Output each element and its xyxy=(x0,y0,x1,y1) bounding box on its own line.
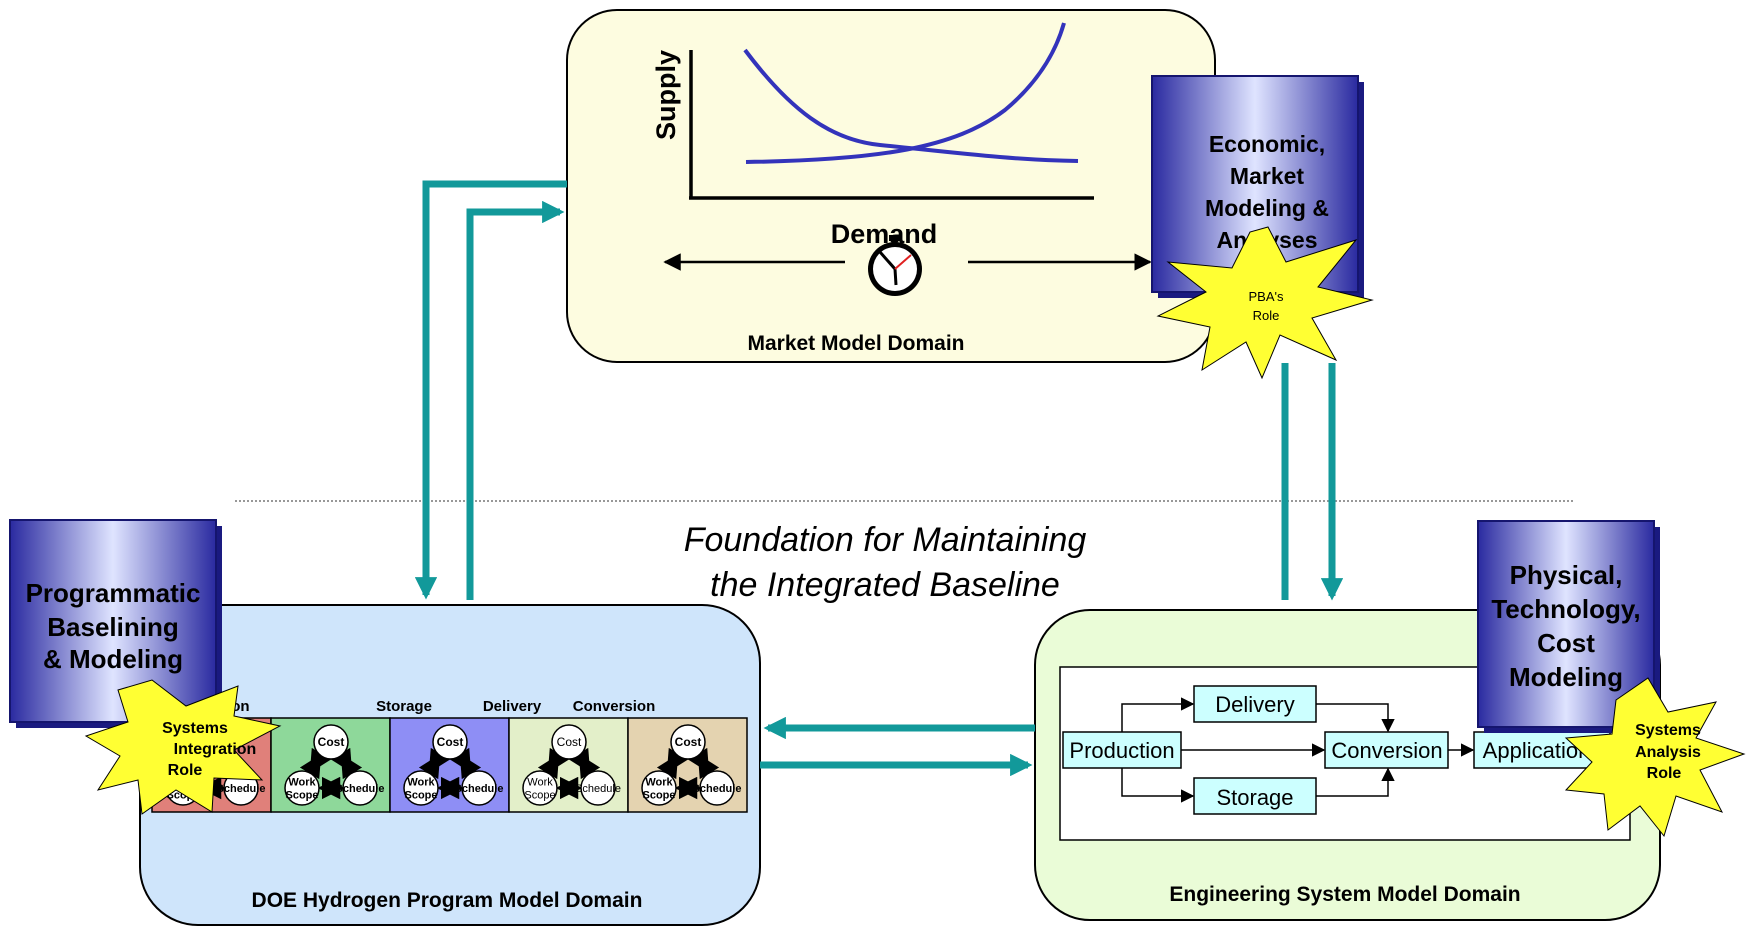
cost-schedule-arrow xyxy=(330,747,363,780)
analysis-role-line-3: Role xyxy=(1647,765,1682,782)
demand-axis-label: Demand xyxy=(831,219,938,249)
flow-arrow-production-delivery xyxy=(1121,697,1195,732)
economic-box-line-3: Modeling & xyxy=(1205,195,1329,221)
schedule-node-label: Schedule xyxy=(336,783,385,795)
work-scope-node-label: Work xyxy=(288,777,316,789)
cost-node-circle xyxy=(432,724,468,760)
pba-role-line-2: Role xyxy=(1253,308,1280,323)
demand-curve xyxy=(743,48,1079,163)
schedule-node-circle xyxy=(342,770,378,806)
supply-curve xyxy=(745,22,1066,164)
integration-role-line-3: Role xyxy=(168,762,203,779)
integration-role-line-2: Integration xyxy=(174,741,257,758)
market-domain-title: Market Model Domain xyxy=(747,332,964,355)
analysis-role-line-1: Systems xyxy=(1635,722,1701,739)
foundation-text-line-2: the Integrated Baseline xyxy=(710,566,1060,604)
programmatic-baselining-box: Programmatic Baselining & Modeling xyxy=(9,519,222,728)
flow-production-label: Production xyxy=(1069,738,1174,763)
cost-schedule-arrow xyxy=(687,747,720,780)
cost-work-arrow xyxy=(537,747,570,780)
cost-work-arrow xyxy=(418,747,451,780)
work-scope-node-label: Work xyxy=(527,777,553,789)
integration-role-line-1: Systems xyxy=(162,720,228,737)
physical-box-line-2: Technology, xyxy=(1491,594,1640,624)
market-domain: Supply Demand Market Model Domain xyxy=(566,9,1216,363)
schedule-node-label: Schedule xyxy=(217,783,266,795)
schedule-node-circle xyxy=(699,770,735,806)
work-scope-node-label: Scope xyxy=(285,790,318,802)
flow-conversion-label: Conversion xyxy=(1331,738,1442,763)
work-scope-node-label: Scope xyxy=(524,790,555,802)
systems-integration-burst: Systems Integration Role xyxy=(84,679,282,815)
schedule-node-label: Schedule xyxy=(575,783,621,795)
cost-node-label: Cost xyxy=(675,735,702,749)
work-scope-node-circle xyxy=(641,770,677,806)
work-scope-node-circle xyxy=(522,770,558,806)
flow-arrow-storage-conversion xyxy=(1316,767,1395,797)
flow-conversion-box xyxy=(1324,731,1449,769)
programmatic-box-line-1: Programmatic xyxy=(26,578,201,608)
work-scope-node-label: Scope xyxy=(404,790,437,802)
cost-node-circle xyxy=(670,724,706,760)
doe-cell-row: CostWorkScopeScheduleCostWorkScopeSchedu… xyxy=(151,717,748,813)
engineering-domain-title: Engineering System Model Domain xyxy=(1169,883,1520,906)
analysis-role-line-2: Analysis xyxy=(1635,744,1701,761)
cost-schedule-arrow xyxy=(449,747,482,780)
programmatic-box-line-2: Baselining xyxy=(47,612,178,642)
economic-box-line-1: Economic, xyxy=(1209,131,1325,157)
physical-modeling-box: Physical, Technology, Cost Modeling xyxy=(1477,520,1660,733)
foundation-text-line-1: Foundation for Maintaining xyxy=(684,521,1087,559)
cost-node-label: Cost xyxy=(557,735,582,749)
doe-domain: DOE Hydrogen Program Model Domain Produc… xyxy=(139,604,761,926)
pba-role-line-1: PBA's xyxy=(1249,289,1284,304)
physical-box-line-3: Cost xyxy=(1537,628,1595,658)
flow-delivery-label: Delivery xyxy=(1215,692,1294,717)
work-scope-node-label: Work xyxy=(407,777,435,789)
doe-domain-title: DOE Hydrogen Program Model Domain xyxy=(252,889,643,912)
schedule-node-label: Schedule xyxy=(455,783,504,795)
schedule-node-circle xyxy=(580,770,616,806)
cost-schedule-arrow xyxy=(568,747,601,780)
column-header-storage: Storage xyxy=(376,698,432,715)
work-scope-node-label: Work xyxy=(645,777,673,789)
arrow-market-to-doe xyxy=(414,180,567,600)
physical-box-line-4: Modeling xyxy=(1509,662,1623,692)
cost-node-label: Cost xyxy=(437,735,464,749)
flow-arrow-production-storage xyxy=(1121,768,1195,803)
flow-storage-label: Storage xyxy=(1216,785,1293,810)
work-scope-node-circle xyxy=(284,770,320,806)
cost-work-arrow xyxy=(299,747,332,780)
programmatic-box-line-3: & Modeling xyxy=(43,644,183,674)
work-scope-node-circle xyxy=(403,770,439,806)
work-scope-node-label: Scope xyxy=(642,790,675,802)
systems-analysis-burst: Systems Analysis Role xyxy=(1564,677,1746,838)
pba-role-burst: PBA's Role xyxy=(1156,226,1374,380)
clock-icon xyxy=(868,235,922,296)
physical-box-line-1: Physical, xyxy=(1510,560,1623,590)
schedule-node-label: Schedule xyxy=(693,783,742,795)
cost-node-label: Cost xyxy=(318,735,345,749)
supply-axis-label: Supply xyxy=(651,50,681,140)
column-header-conversion: Conversion xyxy=(573,698,656,715)
schedule-node-circle xyxy=(461,770,497,806)
cost-node-circle xyxy=(551,724,587,760)
cost-work-arrow xyxy=(656,747,689,780)
economic-box-line-2: Market xyxy=(1230,163,1304,189)
flow-arrow-delivery-conversion xyxy=(1316,703,1395,733)
cost-node-circle xyxy=(313,724,349,760)
flow-storage-box xyxy=(1193,777,1317,815)
column-header-delivery: Delivery xyxy=(483,698,542,715)
arrow-doe-to-market xyxy=(466,200,565,600)
